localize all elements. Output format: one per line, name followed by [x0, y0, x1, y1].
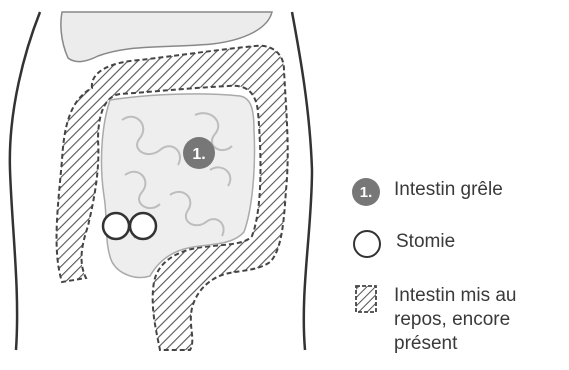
torso-outline-right: [292, 12, 312, 350]
legend-label-small-intestine: Intestin grêle: [394, 178, 503, 202]
legend-item-stoma: Stomie: [352, 230, 455, 258]
numbered-badge-icon: 1.: [352, 178, 380, 206]
legend-label-stoma: Stomie: [396, 230, 455, 254]
circle-icon: [353, 230, 381, 258]
hatched-box-icon: [352, 284, 380, 314]
legend-item-small-intestine: 1. Intestin grêle: [352, 178, 503, 206]
stoma-right: [130, 213, 156, 239]
abdomen-diagram: 1.: [0, 0, 330, 370]
legend-item-resting-bowel: Intestin mis au repos, encore présent: [352, 284, 564, 356]
stoma-left: [103, 213, 129, 239]
torso-outline-left: [10, 12, 40, 350]
small-intestine-marker-label: 1.: [192, 146, 205, 163]
legend-label-resting-bowel: Intestin mis au repos, encore présent: [394, 284, 564, 356]
